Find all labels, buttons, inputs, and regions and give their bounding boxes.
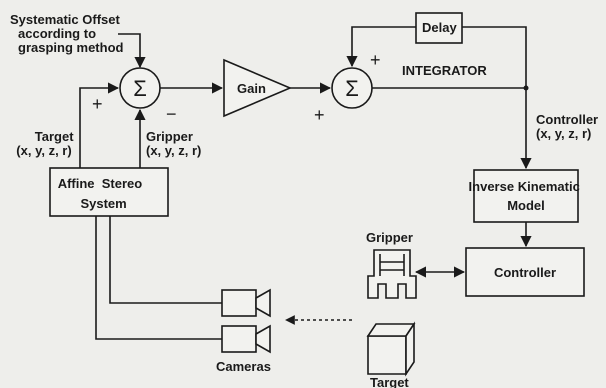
affine-stereo-block xyxy=(49,167,169,217)
target-coords-label: Target (x, y, z, r) xyxy=(16,129,77,158)
plus-sign-target: + xyxy=(92,94,103,114)
minus-sign-gripper: − xyxy=(166,104,177,124)
camera-top-icon xyxy=(221,288,271,318)
summing-junction-2: Σ xyxy=(331,67,373,109)
target-cube-icon xyxy=(366,321,416,377)
offset-label: Systematic Offset according to grasping … xyxy=(10,12,124,55)
inverse-kinematic-label: Inverse Kinematic Model xyxy=(469,179,584,213)
camera-top-line xyxy=(109,216,222,304)
offset-arrow xyxy=(118,33,146,69)
affine-stereo-label: Affine Stereo System xyxy=(0,0,160,211)
delay-block xyxy=(415,12,463,44)
sigma-symbol-2: Σ xyxy=(345,76,359,101)
gripper-coords-label: Gripper (x, y, z, r) xyxy=(146,129,201,158)
controller-block xyxy=(465,247,585,297)
cameras-label: Cameras xyxy=(216,359,271,374)
delay-to-sum-arrow xyxy=(346,26,416,68)
inverse-kinematic-block xyxy=(473,169,579,223)
controller-label: Controller xyxy=(494,265,556,280)
camera-bottom-icon xyxy=(221,324,271,354)
target-to-sum-arrow xyxy=(79,82,120,168)
summing-junction-1: Σ xyxy=(119,67,161,109)
gain-label: Gain xyxy=(237,81,266,96)
gripper-icon xyxy=(367,249,417,299)
sigma-symbol-1: Σ xyxy=(133,76,147,101)
gripper-object-label: Gripper xyxy=(366,230,413,245)
integrator-label: INTEGRATOR xyxy=(402,63,487,78)
plus-sign-gain: + xyxy=(314,105,325,125)
plus-sign-feedback: + xyxy=(370,50,381,70)
delay-label: Delay xyxy=(422,20,457,35)
loop-to-delay-line xyxy=(462,26,527,88)
camera-bottom-line xyxy=(95,216,222,340)
controller-coords-label: Controller (x, y, z, r) xyxy=(536,112,602,141)
gain-block: Gain xyxy=(223,58,293,118)
target-object-label: Target xyxy=(370,375,409,388)
